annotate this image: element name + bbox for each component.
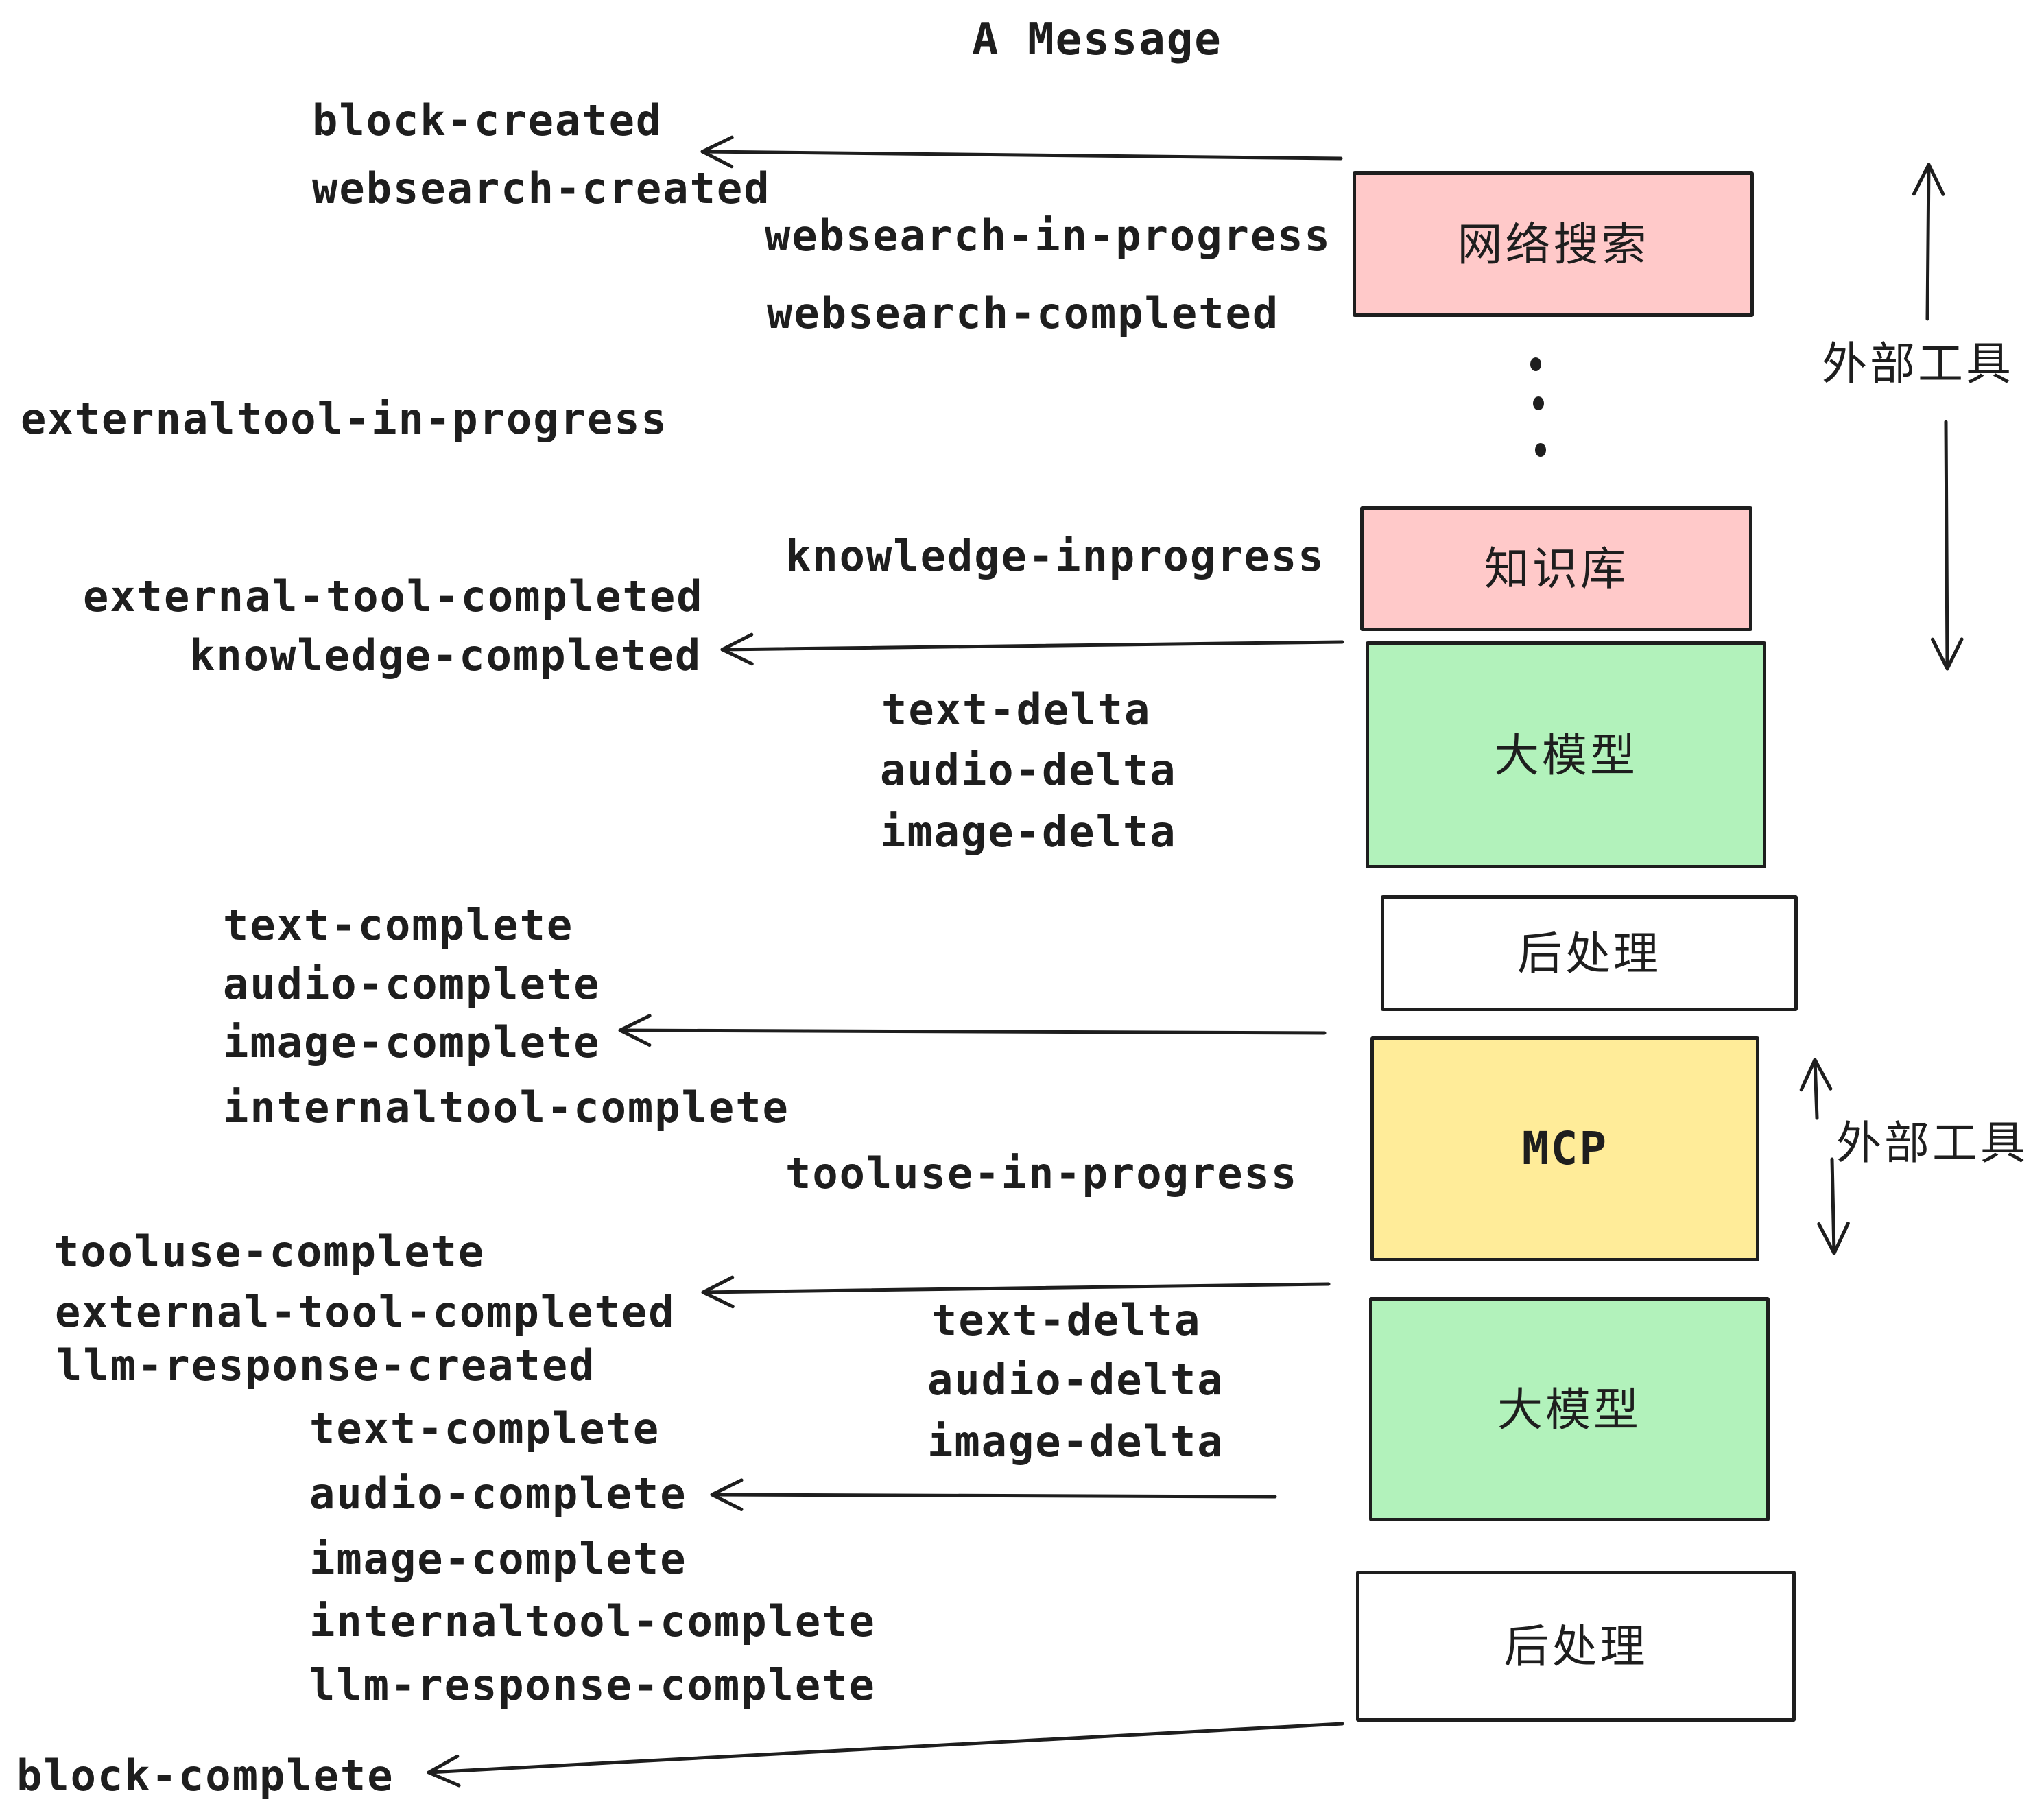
arrow-to-websearch-created [700,135,1343,169]
external-tools-up-arrow-1 [1912,163,1945,321]
event-internaltool-complete: internaltool-complete [309,1596,876,1646]
node-knowledge: 知识库 [1360,506,1752,631]
arrow-to-block-complete [427,1722,1344,1788]
external-tools-down-arrow-2 [1817,1157,1850,1255]
side-label-external-tools-2: 外部工具 [1836,1117,2028,1168]
event-text-complete: text-complete [309,1403,661,1453]
event-block-complete: block-complete [16,1750,394,1801]
event-image-delta: image-delta [880,807,1177,857]
event-text-delta: text-delta [931,1295,1202,1345]
external-tools-down-arrow-1 [1930,420,1964,671]
node-label-knowledge: 知识库 [1484,543,1628,594]
event-external-tool-completed: external-tool-completed [83,571,704,621]
event-knowledge-inprogress: knowledge-inprogress [785,531,1325,581]
node-label-post-processing-1: 后处理 [1517,927,1661,979]
node-label-llm-1: 大模型 [1494,729,1638,781]
event-audio-complete: audio-complete [309,1469,687,1519]
node-llm-2: 大模型 [1369,1297,1770,1521]
node-label-post-processing-2: 后处理 [1504,1621,1648,1672]
event-tooluse-complete: tooluse-complete [54,1226,486,1277]
event-external-tool-completed: external-tool-completed [55,1287,676,1337]
event-audio-delta: audio-delta [927,1355,1224,1405]
node-label-mcp: MCP [1521,1122,1608,1175]
node-mcp: MCP [1370,1036,1759,1261]
event-externaltool-in-progress: externaltool-in-progress [21,394,668,444]
event-text-delta: text-delta [881,685,1152,735]
arrow-to-audio-complete [710,1478,1277,1511]
node-label-llm-2: 大模型 [1497,1384,1641,1435]
event-llm-response-complete: llm-response-complete [309,1660,876,1710]
event-audio-delta: audio-delta [880,745,1177,795]
external-tools-up-arrow-2 [1799,1058,1833,1120]
event-llm-response-created: llm-response-created [56,1340,596,1390]
event-image-complete: image-complete [223,1017,601,1067]
event-text-complete: text-complete [223,900,574,950]
arrow-to-tooluse-complete [701,1275,1331,1309]
vertical-ellipsis-dots [1530,357,1546,457]
event-audio-complete: audio-complete [223,959,601,1009]
node-websearch: 网络搜索 [1353,171,1754,317]
event-tooluse-in-progress: tooluse-in-progress [785,1148,1298,1198]
diagram-title: A Message [972,14,1222,65]
node-label-websearch: 网络搜索 [1457,219,1650,270]
event-websearch-in-progress: websearch-in-progress [765,211,1331,261]
event-knowledge-completed: knowledge-completed [189,630,702,680]
arrow-to-knowledge-completed [720,632,1344,666]
node-llm-1: 大模型 [1366,641,1766,868]
event-image-delta: image-delta [927,1416,1224,1467]
arrow-to-image-complete [618,1014,1327,1047]
event-internaltool-complete: internaltool-complete [223,1082,789,1132]
node-post-processing-1: 后处理 [1381,895,1798,1011]
event-websearch-completed: websearch-completed [767,288,1280,338]
node-post-processing-2: 后处理 [1356,1571,1796,1722]
side-label-external-tools-1: 外部工具 [1822,338,2014,389]
event-block-created: block-created [312,95,663,145]
event-websearch-created: websearch-created [312,163,771,213]
event-image-complete: image-complete [309,1534,687,1584]
